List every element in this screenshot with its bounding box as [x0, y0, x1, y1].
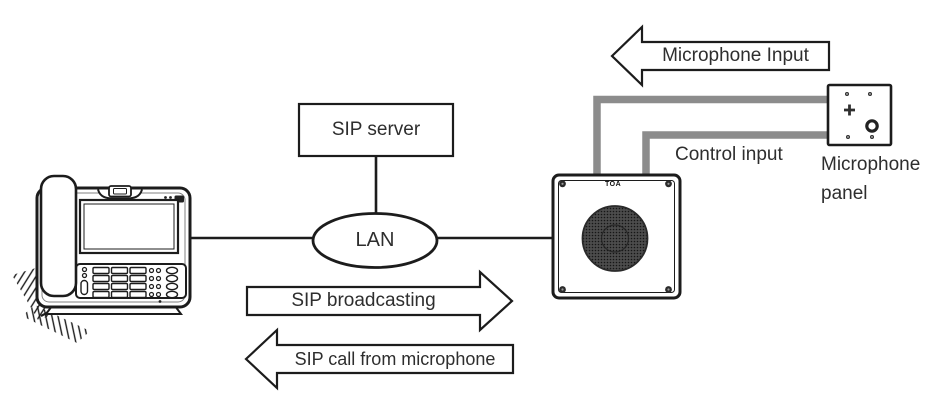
soft-keys — [165, 266, 179, 299]
phone-handset — [39, 174, 78, 298]
speaker-inner-line — [558, 180, 675, 293]
microphone-input-arrow — [610, 24, 831, 88]
camera-lens — [113, 188, 127, 195]
sip-server-box — [297, 102, 455, 158]
sip-phone-illustration — [12, 174, 192, 343]
speaker-screws — [559, 180, 672, 293]
mic-connector-jack — [865, 119, 879, 133]
microphone-cables — [593, 95, 830, 180]
mic-panel-body — [826, 83, 893, 147]
talk-button-cross-icon — [844, 104, 855, 116]
sip-call-arrow — [244, 327, 515, 391]
lan-ellipse — [311, 212, 439, 269]
microphone-panel-illustration — [826, 83, 893, 147]
speaker-grille — [581, 205, 649, 272]
dial-keys — [92, 266, 147, 299]
speaker-illustration: TOA — [551, 173, 682, 300]
phone-screen-inner — [83, 203, 175, 250]
phone-indicator-dot — [158, 300, 162, 303]
function-dots — [148, 267, 162, 298]
sip-broadcasting-arrow — [245, 269, 514, 333]
speaker-logo: TOA — [605, 181, 621, 188]
control-input-cable — [642, 131, 830, 180]
mic-panel-screws — [845, 92, 874, 139]
flow-arrows — [244, 24, 831, 391]
phone-keypad — [75, 263, 187, 299]
microphone-input-cable — [593, 95, 830, 180]
